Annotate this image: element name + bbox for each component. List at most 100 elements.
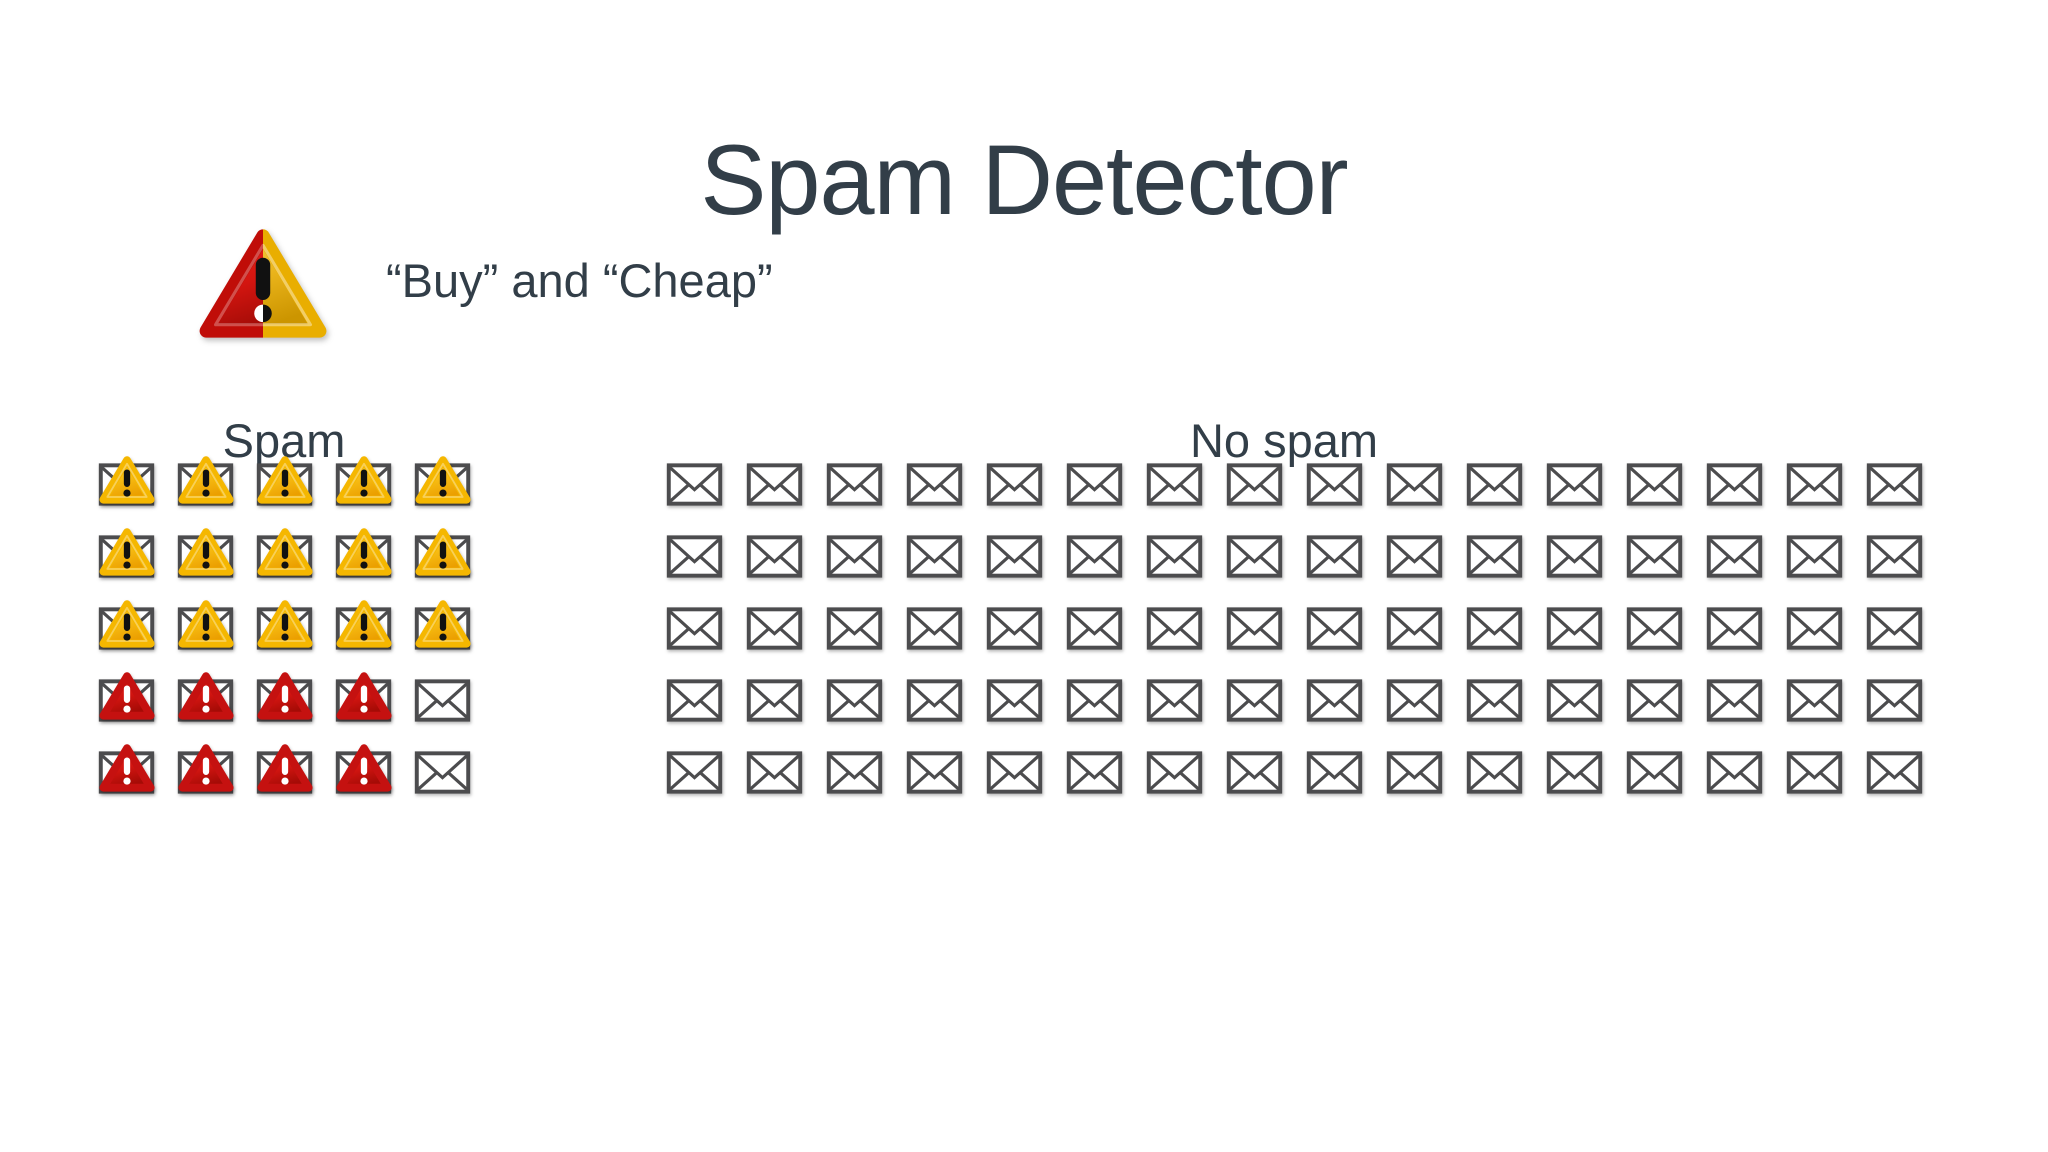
red-warning-icon (335, 744, 392, 792)
envelope-icon (1306, 607, 1363, 650)
envelope-icon (1626, 535, 1683, 578)
email-envelope (1786, 607, 1843, 650)
email-envelope (1786, 463, 1843, 506)
email-envelope (1546, 751, 1603, 794)
no-spam-heading: No spam (1189, 414, 1379, 467)
envelope-icon (826, 751, 883, 794)
email-envelope (906, 751, 963, 794)
envelope-icon (1466, 607, 1523, 650)
envelope-icon (1866, 463, 1923, 506)
envelope-icon (1066, 679, 1123, 722)
email-envelope (1306, 751, 1363, 794)
envelope-icon (666, 463, 723, 506)
envelope-icon (1866, 535, 1923, 578)
email-envelope (1386, 607, 1443, 650)
email-envelope (906, 607, 963, 650)
yellow-warning-icon (98, 456, 155, 504)
email-flagged-yellow (335, 528, 392, 578)
envelope-icon (1866, 607, 1923, 650)
email-flagged-yellow (414, 528, 471, 578)
envelope-icon (1306, 535, 1363, 578)
envelope-icon (906, 751, 963, 794)
envelope-icon (1626, 607, 1683, 650)
envelope-icon (826, 463, 883, 506)
envelope-icon (1706, 535, 1763, 578)
email-envelope (746, 751, 803, 794)
envelope-icon (1146, 535, 1203, 578)
envelope-icon (1146, 607, 1203, 650)
envelope-icon (826, 535, 883, 578)
envelope-icon (1466, 751, 1523, 794)
email-envelope (1386, 535, 1443, 578)
email-envelope (666, 463, 723, 506)
email-envelope (746, 463, 803, 506)
email-envelope (986, 463, 1043, 506)
email-envelope (826, 751, 883, 794)
envelope-icon (1226, 751, 1283, 794)
email-envelope (746, 607, 803, 650)
envelope-icon (1546, 535, 1603, 578)
email-envelope (1626, 751, 1683, 794)
email-flagged-yellow (177, 528, 234, 578)
envelope-icon (746, 463, 803, 506)
email-envelope (986, 535, 1043, 578)
envelope-icon (1786, 607, 1843, 650)
email-envelope (1386, 463, 1443, 506)
email-envelope (1706, 535, 1763, 578)
email-envelope (1146, 535, 1203, 578)
envelope-icon (1226, 535, 1283, 578)
email-envelope (1466, 463, 1523, 506)
envelope-icon (986, 463, 1043, 506)
envelope-icon (1626, 463, 1683, 506)
envelope-icon (1466, 679, 1523, 722)
red-warning-icon (98, 744, 155, 792)
email-envelope (1146, 607, 1203, 650)
envelope-icon (986, 751, 1043, 794)
email-envelope (1466, 535, 1523, 578)
email-envelope (1466, 607, 1523, 650)
email-envelope (1066, 463, 1123, 506)
email-envelope (1626, 535, 1683, 578)
email-flagged-yellow (256, 600, 313, 650)
red-warning-icon (256, 672, 313, 720)
email-envelope (1226, 535, 1283, 578)
envelope-icon (1066, 607, 1123, 650)
email-envelope (1226, 607, 1283, 650)
email-envelope (986, 607, 1043, 650)
email-envelope (1866, 751, 1923, 794)
email-flagged-yellow (335, 456, 392, 506)
email-envelope (826, 463, 883, 506)
email-envelope (906, 463, 963, 506)
envelope-icon (1626, 679, 1683, 722)
email-envelope (826, 535, 883, 578)
email-envelope (1066, 607, 1123, 650)
email-envelope (1546, 679, 1603, 722)
envelope-icon (1866, 751, 1923, 794)
email-envelope (1626, 679, 1683, 722)
yellow-warning-icon (414, 600, 471, 648)
envelope-icon (666, 535, 723, 578)
email-envelope (746, 535, 803, 578)
email-envelope (906, 679, 963, 722)
email-envelope (1786, 751, 1843, 794)
envelope-icon (1546, 463, 1603, 506)
envelope-icon (1626, 751, 1683, 794)
email-flagged-yellow (414, 456, 471, 506)
yellow-warning-icon (256, 600, 313, 648)
no-spam-email-grid (666, 463, 1923, 794)
envelope-icon (1066, 535, 1123, 578)
spam-email-grid (98, 456, 471, 794)
email-flagged-red (98, 672, 155, 722)
envelope-icon (414, 751, 471, 794)
email-envelope (1866, 607, 1923, 650)
email-envelope (1866, 463, 1923, 506)
envelope-icon (1706, 463, 1763, 506)
email-flagged-red (335, 744, 392, 794)
envelope-icon (906, 607, 963, 650)
yellow-warning-icon (335, 456, 392, 504)
envelope-icon (1226, 463, 1283, 506)
email-flagged-red (256, 672, 313, 722)
envelope-icon (986, 679, 1043, 722)
email-flagged-yellow (177, 600, 234, 650)
